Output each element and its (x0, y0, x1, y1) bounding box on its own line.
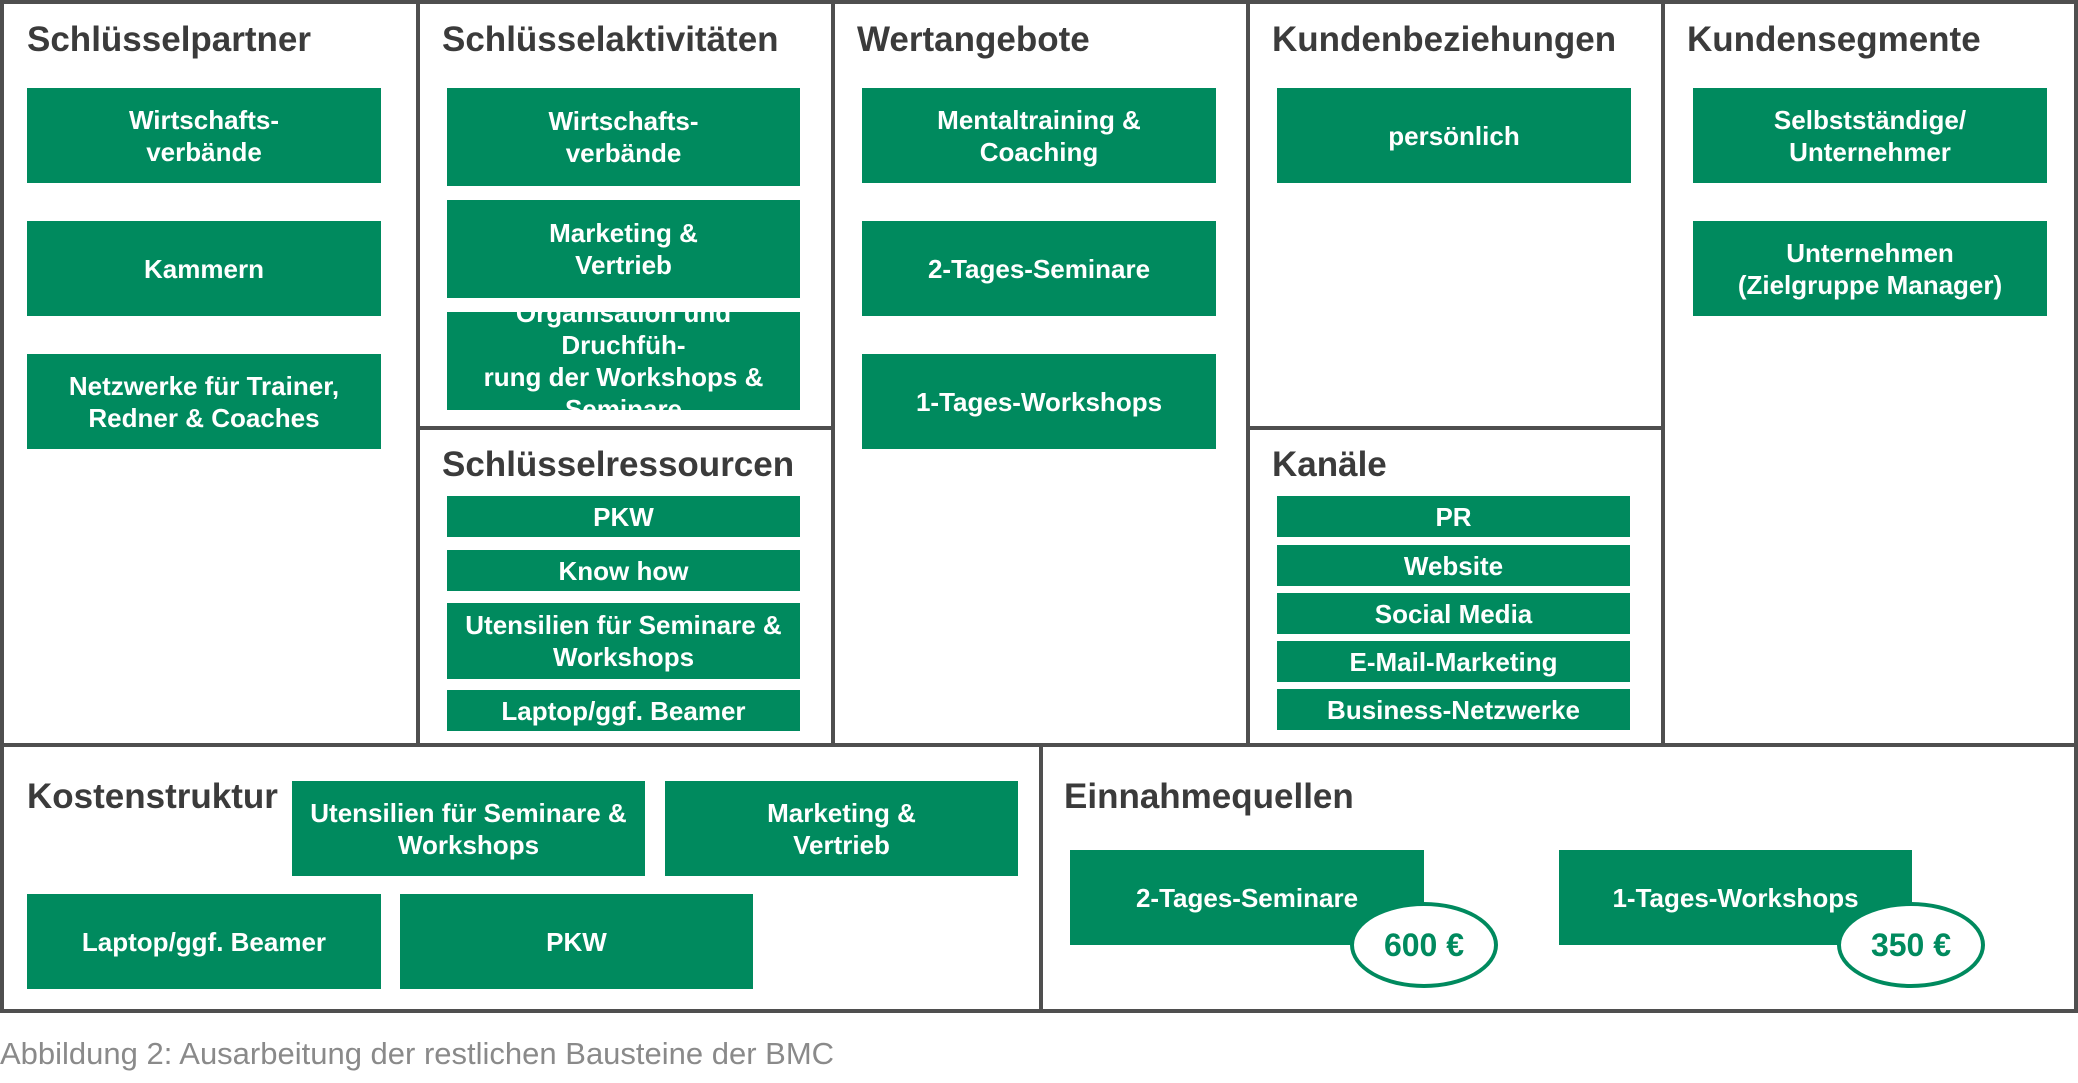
title-value-propositions: Wertangebote (857, 20, 1090, 59)
key-activity-item: Wirtschafts- verbände (447, 88, 800, 186)
title-channels: Kanäle (1272, 445, 1387, 484)
title-key-partners: Schlüsselpartner (27, 20, 311, 59)
revenue-price-badge: 600 € (1350, 902, 1498, 988)
cost-item: Utensilien für Seminare & Workshops (292, 781, 645, 876)
value-proposition-item: 2-Tages-Seminare (862, 221, 1216, 316)
value-proposition-item: 1-Tages-Workshops (862, 354, 1216, 449)
cell-customer-relationships (1246, 0, 1665, 430)
channel-item: Business-Netzwerke (1277, 689, 1630, 730)
key-activity-item: Organisation und Druchfüh- rung der Work… (447, 298, 800, 424)
customer-segment-item: Selbstständige/ Unternehmer (1693, 88, 2047, 183)
key-activity-item: Marketing & Vertrieb (447, 200, 800, 298)
key-partner-item: Kammern (27, 221, 381, 316)
key-resource-item: Utensilien für Seminare & Workshops (447, 603, 800, 679)
key-resource-item: Laptop/ggf. Beamer (447, 690, 800, 731)
cost-item: Marketing & Vertrieb (665, 781, 1018, 876)
title-revenue-streams: Einnahmequellen (1064, 777, 1354, 816)
key-resource-item: Know how (447, 550, 800, 591)
key-resource-item: PKW (447, 496, 800, 537)
title-key-resources: Schlüsselressourcen (442, 445, 795, 484)
customer-segment-item: Unternehmen (Zielgruppe Manager) (1693, 221, 2047, 316)
channel-item: E-Mail-Marketing (1277, 641, 1630, 682)
figure-caption: Abbildung 2: Ausarbeitung der restlichen… (0, 1036, 835, 1071)
key-partner-item: Netzwerke für Trainer, Redner & Coaches (27, 354, 381, 449)
cost-item: PKW (400, 894, 753, 989)
channel-item: Social Media (1277, 593, 1630, 634)
customer-relationship-item: persönlich (1277, 88, 1631, 183)
title-customer-relationships: Kundenbeziehungen (1272, 20, 1617, 59)
cost-item: Laptop/ggf. Beamer (27, 894, 381, 989)
value-proposition-item: Mentaltraining & Coaching (862, 88, 1216, 183)
channel-item: Website (1277, 545, 1630, 586)
key-partner-item: Wirtschafts- verbände (27, 88, 381, 183)
title-key-activities: Schlüsselaktivitäten (442, 20, 779, 59)
revenue-price-badge: 350 € (1837, 902, 1985, 988)
channel-item: PR (1277, 496, 1630, 537)
title-customer-segments: Kundensegmente (1687, 20, 1981, 59)
title-cost-structure: Kostenstruktur (27, 777, 278, 816)
